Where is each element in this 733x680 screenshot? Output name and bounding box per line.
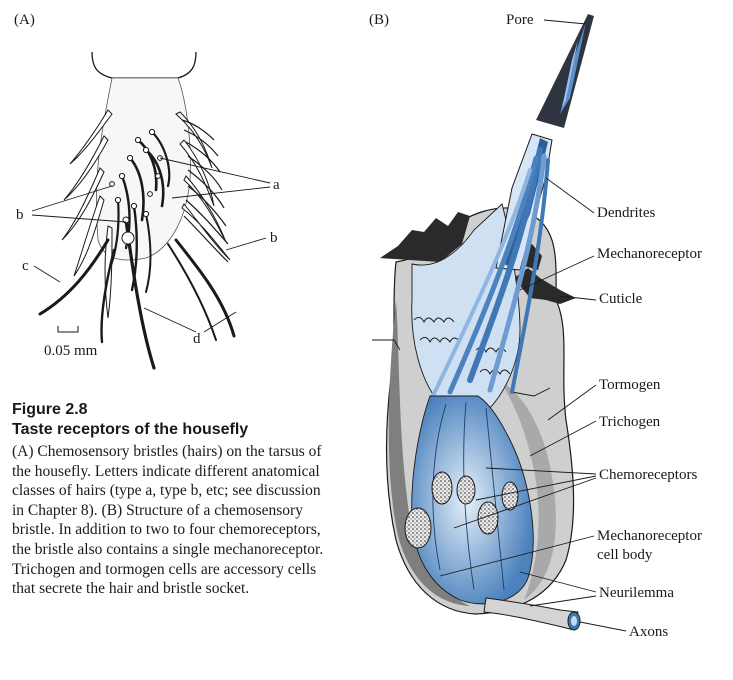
- figure-title: Taste receptors of the housefly: [12, 421, 249, 438]
- bristles-type-b: [61, 109, 231, 319]
- label-pore: Pore: [506, 12, 534, 28]
- panel-b-label: (B): [369, 12, 389, 28]
- bristles-long: [38, 238, 236, 344]
- figure-caption-body: (A) Chemosensory bristles (hairs) on the…: [12, 443, 324, 598]
- axon-bundle: [483, 597, 579, 631]
- letter-c: c: [22, 258, 29, 274]
- label-tormogen: Tormogen: [599, 377, 661, 393]
- hair-tip: [536, 14, 594, 128]
- panel-a-leaders: [31, 157, 271, 333]
- scale-bar: [57, 326, 79, 333]
- label-neurilemma: Neurilemma: [599, 585, 674, 601]
- label-trichogen: Trichogen: [599, 414, 661, 430]
- letter-a: a: [273, 177, 280, 193]
- sensillum-upper: [411, 203, 521, 411]
- label-dendrites: Dendrites: [597, 205, 655, 221]
- label-mechanoreceptor-cell-body-line1: Mechanoreceptor: [597, 528, 702, 544]
- trichogen-cell: [500, 380, 556, 600]
- label-chemoreceptors: Chemoreceptors: [599, 467, 697, 483]
- label-mechanoreceptor-cell-body-line2: cell body: [597, 547, 653, 563]
- panel-a-label: (A): [14, 12, 35, 28]
- nuclei: [404, 471, 519, 549]
- label-axons: Axons: [629, 624, 668, 640]
- bristles-fine-right: [181, 119, 229, 263]
- bristle-sockets: [109, 128, 163, 245]
- letter-b-left: b: [16, 207, 24, 223]
- letter-b-right: b: [270, 230, 278, 246]
- label-cuticle: Cuticle: [599, 291, 643, 307]
- panel-b-drawing: (B): [369, 12, 702, 640]
- tarsus-body: [96, 77, 191, 261]
- figure-caption: Figure 2.8 Taste receptors of the housef…: [12, 400, 324, 599]
- panel-a-drawing: (A): [14, 12, 280, 370]
- panel-b-leaders: [439, 19, 627, 632]
- letter-d: d: [193, 331, 201, 347]
- dendrite-bundle: [430, 147, 550, 400]
- figure-number: Figure 2.8: [12, 401, 88, 418]
- tarsus-outline: [91, 51, 197, 79]
- scale-bar-label: 0.05 mm: [44, 343, 98, 359]
- label-mechanoreceptor: Mechanoreceptor: [597, 246, 702, 262]
